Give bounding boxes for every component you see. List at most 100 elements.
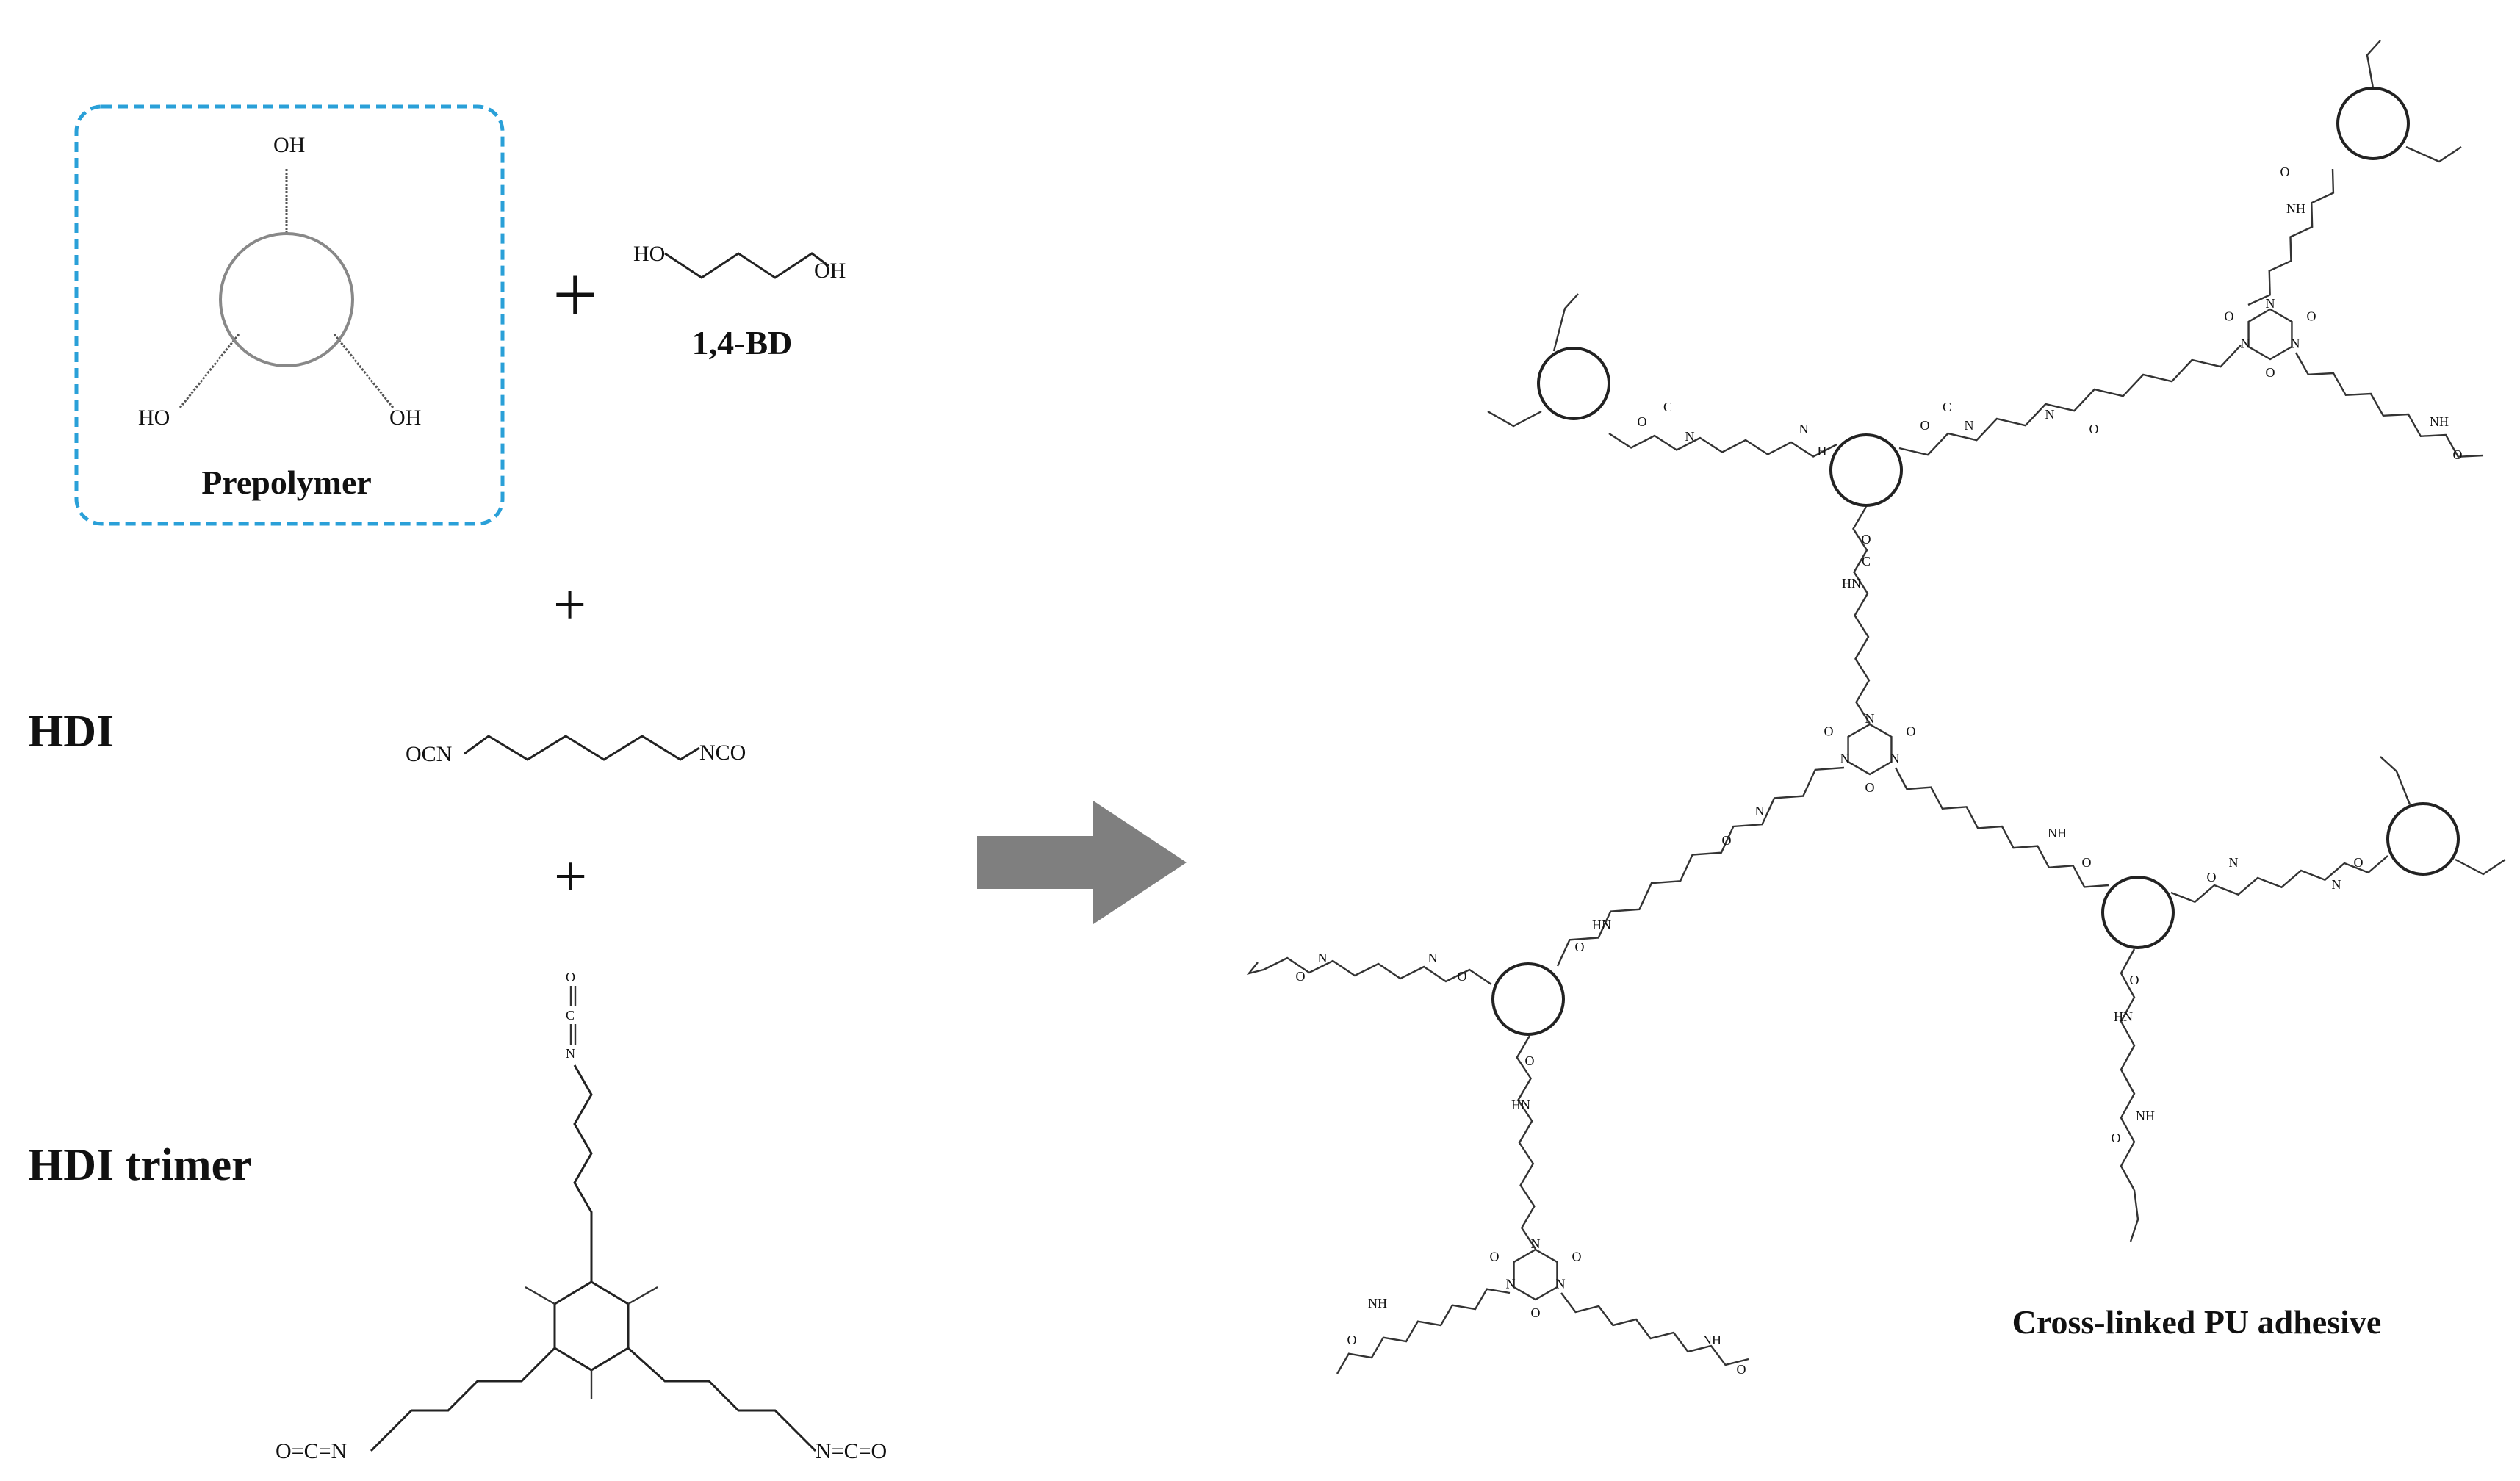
hdi-trimer-group: HDI trimer O C N O=C=N N=C=O [28,970,887,1463]
trimer-top-chain [573,1064,593,1282]
reaction-arrow [977,801,1187,924]
urethane-c-7: C [1862,554,1871,569]
stub-core-rf-right [2455,858,2506,876]
chain-tri-center-to-core-r [1894,767,2109,888]
urethane-o-9: O [1575,940,1585,954]
hdi-chain [464,735,700,761]
trimer-top-cn-double [569,1024,577,1045]
triazine-bottom-n-top: N [1531,1236,1541,1251]
urethane-o-1: O [1638,414,1647,429]
stub-core-tr-right [2405,145,2462,163]
triazine-center-ring [1847,723,1893,776]
chain-center-to-tri-center [1852,506,1871,724]
urethane-o-17: O [1525,1053,1535,1068]
urethane-o-15: O [1458,969,1467,984]
urethane-nh-18: NH [1368,1296,1387,1311]
urethane-nh-5: NH [2286,201,2305,216]
triazine-center-o-left: O [1824,724,1834,738]
urethane-n-2: N [1799,422,1809,436]
urethane-o-7: O [1862,532,1871,547]
core-left-lower [1491,962,1565,1036]
plus-sign-2: + [553,573,586,638]
urethane-n-12: N [2332,877,2341,892]
stub-core-ll-left [1246,962,1264,976]
triazine-top-right-ring [2247,308,2293,361]
urethane-o-14: O [2112,1131,2121,1145]
urethane-o-5: O [2280,165,2290,179]
prepolymer-dashed-box [74,104,505,526]
core-top-right [2336,87,2410,160]
urethane-n-1: N [1685,429,1695,444]
hdi-group: HDI OCN NCO [28,707,746,766]
prepolymer-core-circle [219,232,354,367]
triazine-bottom-o-bottom: O [1531,1305,1541,1320]
chain-tri-bottom-right [1560,1292,1749,1366]
urethane-o-8: O [1722,833,1732,848]
urethane-hn-7: HN [1842,576,1861,591]
urethane-o-12: O [2354,855,2364,870]
trimer-isocyanurate-ring [553,1280,630,1372]
urethane-hn-9: HN [1592,918,1611,932]
trimer-top-co-double [569,986,577,1006]
urethane-n-4: N [2045,407,2055,422]
hdi-label: HDI [28,707,114,757]
trimer-left-chain [370,1347,556,1452]
butanediol-label: 1,4-BD [692,324,793,361]
urethane-c-3: C [1943,400,1951,414]
urethane-nh-19: NH [1702,1333,1721,1347]
trimer-left-nco: O=C=N [276,1439,347,1463]
triazine-top-right-n-left: N [2241,336,2250,351]
urethane-hn-13: HN [2114,1009,2133,1024]
prepolymer-oh-top: OH [273,133,305,157]
core-center [1829,433,1903,507]
urethane-nh-10: NH [2048,826,2067,840]
prepolymer-ho-left: HO [138,406,170,430]
chain-core-ll-to-tri-bottom [1516,1035,1537,1250]
urethane-o-13: O [2130,973,2139,987]
trimer-right-nco: N=C=O [816,1439,887,1463]
plus-sign-1: + [552,250,598,339]
urethane-o-11: O [2207,870,2217,884]
triazine-center-n-top: N [1865,711,1875,726]
core-upper-left [1537,347,1610,420]
triazine-center-n-left: N [1840,752,1850,766]
chain-tri-tr-to-core-tr [2247,168,2335,306]
urethane-o-18: O [1347,1333,1357,1347]
triazine-bottom-n-right: N [1556,1277,1566,1291]
hdi-nco: NCO [699,740,746,765]
urethane-nh-14: NH [2136,1109,2155,1123]
urethane-o-16: O [1296,969,1306,984]
triazine-top-right-n-right: N [2291,336,2300,351]
trimer-top-o: O [566,970,575,984]
prepolymer-group: OH HO OH Prepolymer [74,104,505,526]
trimer-top-c: C [566,1008,575,1023]
chain-core-ll-left [1263,956,1492,985]
triazine-top-right-o-left: O [2225,309,2234,323]
urethane-o-19: O [1737,1362,1746,1377]
stub-core-ul-top [1552,293,1579,352]
butanediol-ho: HO [633,242,665,266]
prepolymer-label: Prepolymer [201,464,372,501]
urethane-c-1: C [1663,400,1672,414]
trimer-ring-carbonyls [525,1286,658,1399]
product-label: Cross-linked PU adhesive [2012,1303,2382,1341]
butanediol-group: HO OH 1,4-BD [633,242,846,361]
urethane-n-3: N [1965,418,1974,433]
hdi-trimer-label: HDI trimer [28,1140,252,1190]
urethane-n-8: N [1755,804,1765,818]
stub-core-r-bottom [2129,1189,2139,1242]
urethane-n-15: N [1428,951,1438,965]
urethane-n-16: N [1318,951,1328,965]
urethane-hn-17: HN [1511,1098,1530,1112]
triazine-bottom-n-left: N [1506,1277,1516,1291]
butanediol-oh: OH [814,259,846,283]
triazine-bottom-ring [1513,1248,1558,1301]
urethane-h-2: H [1818,444,1827,458]
trimer-top-n: N [566,1046,575,1061]
urethane-nh-6: NH [2430,414,2449,429]
urethane-o-3: O [1920,418,1930,433]
butanediol-chain [664,252,829,279]
triazine-top-right-n-top: N [2266,296,2275,311]
